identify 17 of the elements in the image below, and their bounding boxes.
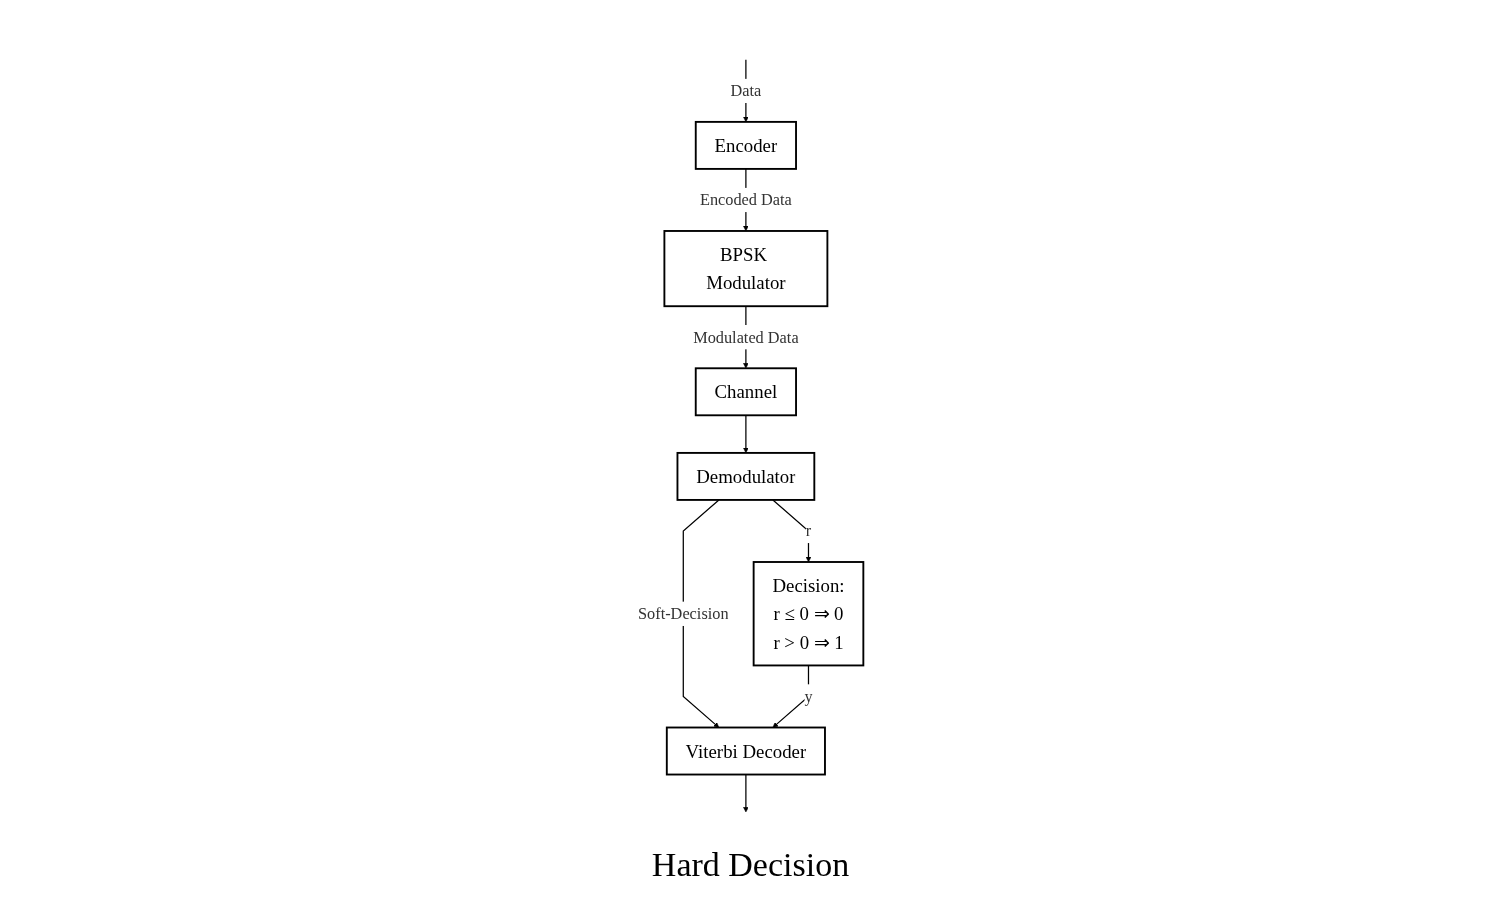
arrow xyxy=(742,773,749,812)
edge-label: r xyxy=(805,521,812,540)
arrow xyxy=(742,414,749,453)
node-box: Decision: r ≤ 0 ⇒ 0 r > 0 ⇒ 1 xyxy=(752,560,865,666)
note-text: Hard Decision xyxy=(651,845,850,883)
edge-label: Soft-Decision xyxy=(637,604,729,623)
node-box: Channel xyxy=(694,366,797,416)
edge-label: y xyxy=(804,686,813,706)
node-box: Viterbi Decoder xyxy=(665,726,826,775)
arrow xyxy=(772,498,812,562)
edge-label: Modulated Data xyxy=(692,327,799,346)
arrow xyxy=(682,498,720,728)
edge-label: Data xyxy=(730,81,762,100)
node-box: Demodulator xyxy=(676,451,816,501)
node-box: BPSK Modulator xyxy=(663,229,829,307)
edge-label: Encoded Data xyxy=(699,190,792,209)
node-box: Encoder xyxy=(694,120,797,170)
